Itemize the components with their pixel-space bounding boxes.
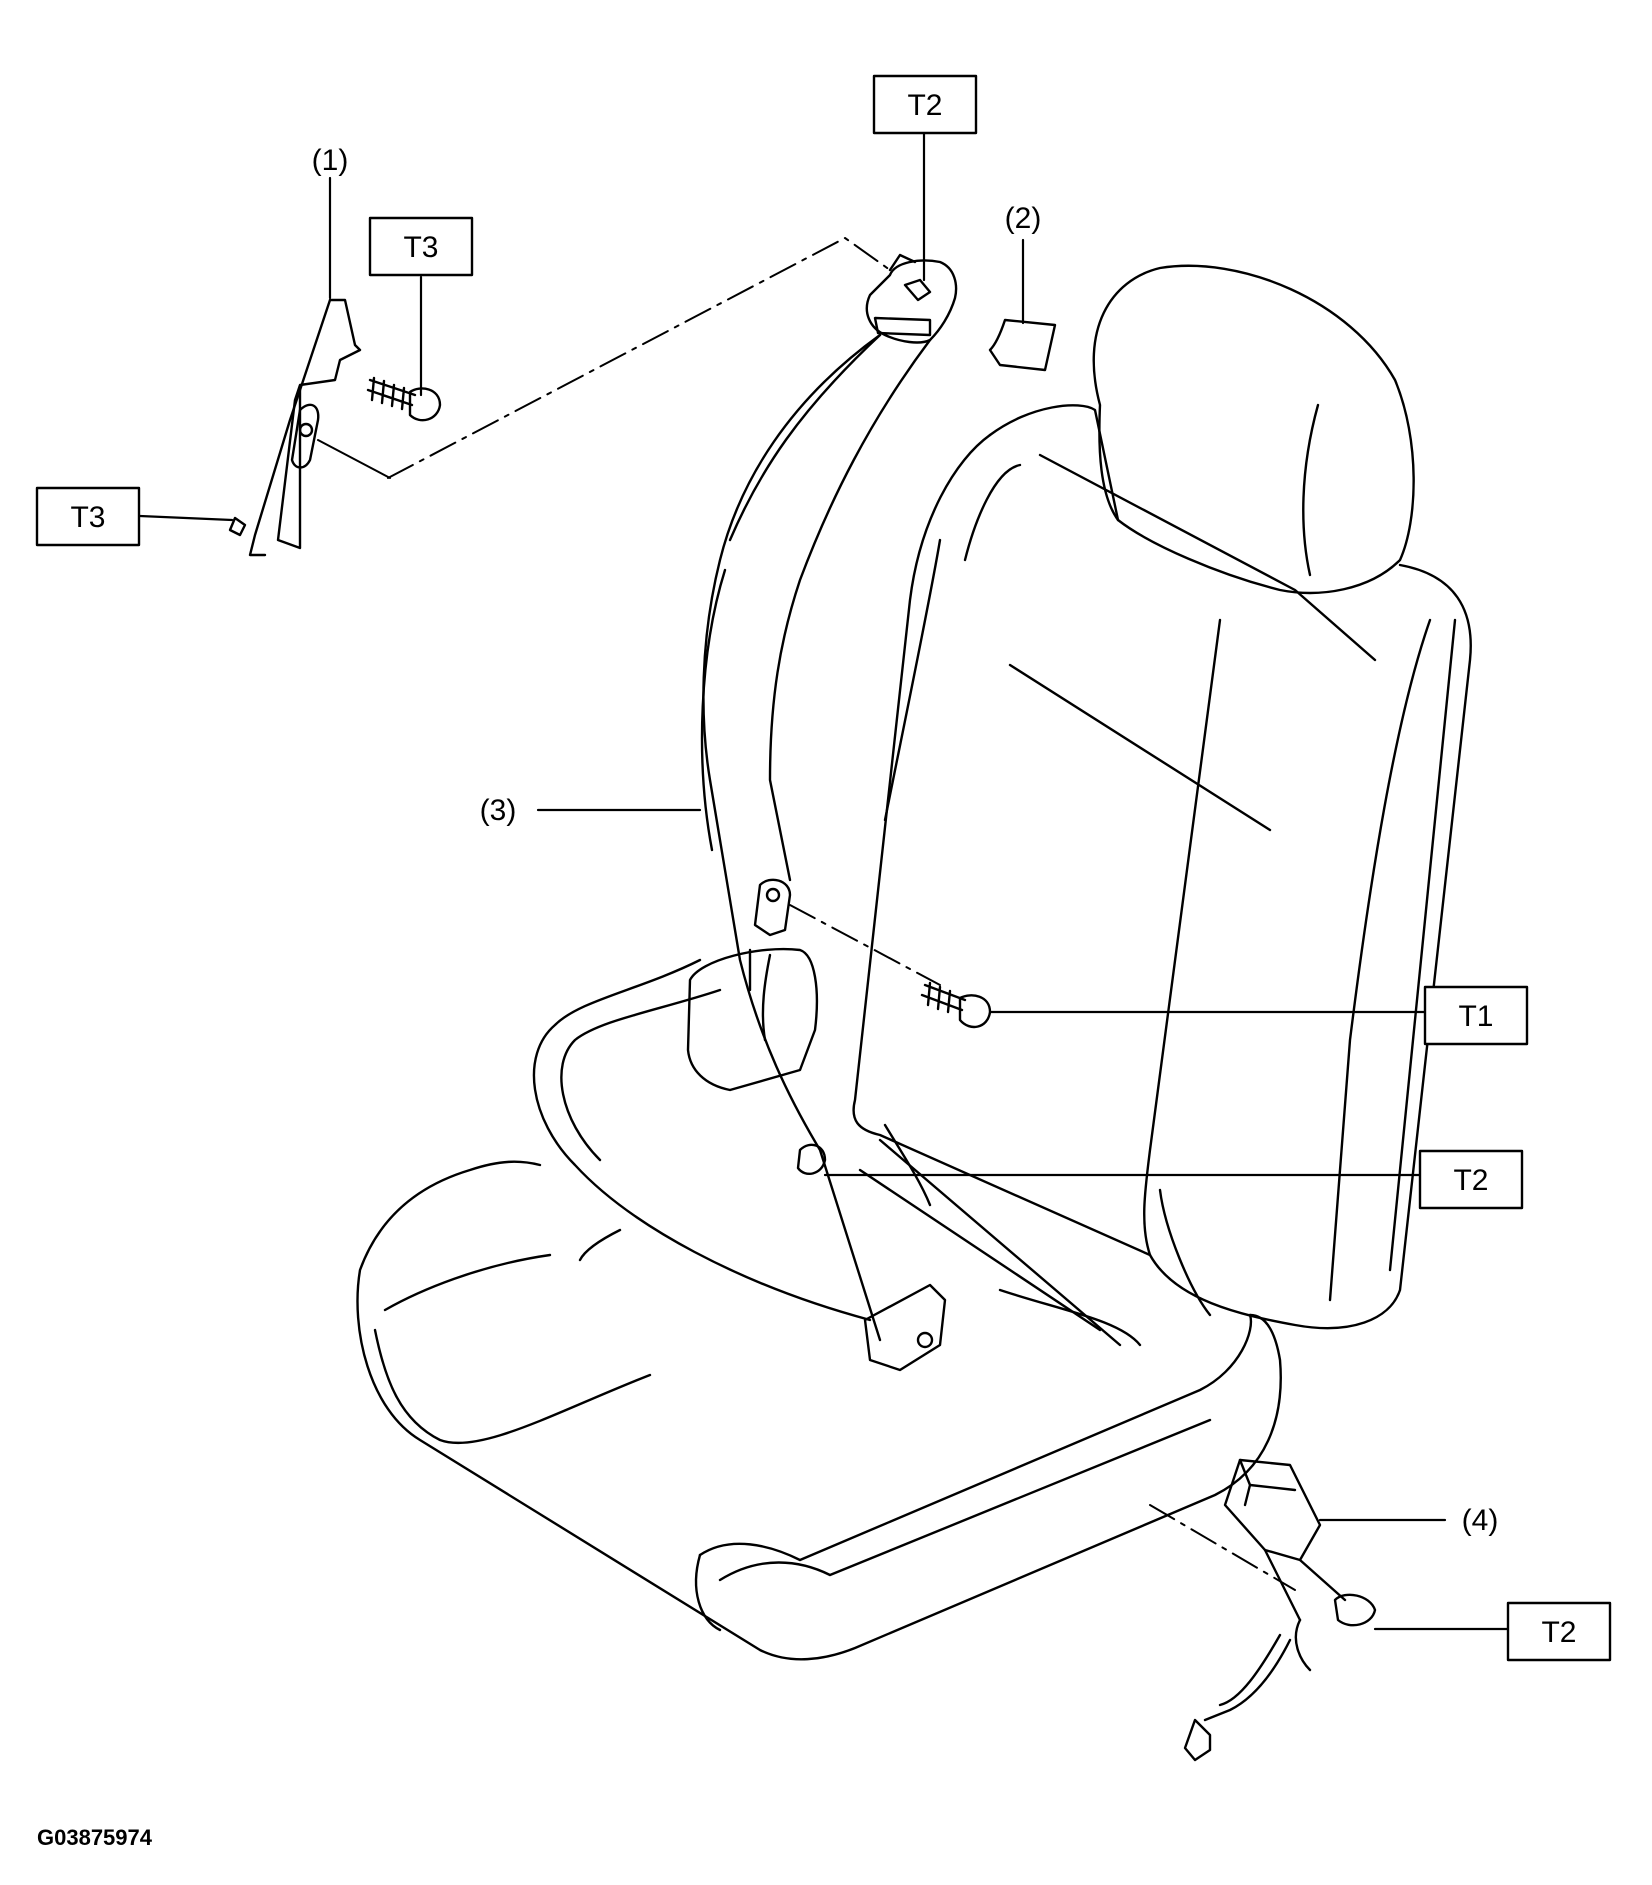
- cover-part: [988, 318, 1057, 372]
- torque-t3-upper: T3: [403, 231, 438, 264]
- torque-box-t2-mid: [1418, 1149, 1524, 1210]
- torque-t3-left: T3: [70, 501, 105, 534]
- bolts: [228, 376, 992, 1029]
- torque-box-t3-left: [35, 486, 141, 547]
- seat-belt-webbing: [532, 253, 958, 1372]
- headrest: [1092, 264, 1415, 595]
- retractor: [686, 947, 818, 1092]
- torque-t1: T1: [1458, 1000, 1493, 1033]
- backrest: [988, 404, 1472, 1330]
- callout-2: (2): [1005, 202, 1042, 235]
- assembly-lines: [387, 237, 1296, 1591]
- pillar-leader: [317, 439, 391, 479]
- torque-box-t3-upper: [368, 216, 474, 277]
- torque-t2-top: T2: [907, 89, 942, 122]
- torque-boxes: [35, 74, 1612, 1662]
- torque-box-t2-top: [872, 74, 978, 135]
- torque-t2-bottom: T2: [1541, 1616, 1576, 1649]
- figure-code: G03875974: [37, 1825, 153, 1850]
- callout-4: (4): [1462, 1504, 1499, 1537]
- torque-box-t2-bottom: [1506, 1601, 1612, 1662]
- callout-3: (3): [480, 794, 517, 827]
- seat-cushion: [356, 1160, 1282, 1661]
- torque-t2-mid: T2: [1453, 1164, 1488, 1197]
- torque-box-t1: [1423, 985, 1529, 1046]
- buckle-part: [1183, 1458, 1377, 1762]
- callout-1: (1): [312, 144, 349, 177]
- pillar-trim-part: [248, 298, 362, 557]
- seat: [356, 264, 1472, 1661]
- leader-lines: [138, 116, 1510, 1631]
